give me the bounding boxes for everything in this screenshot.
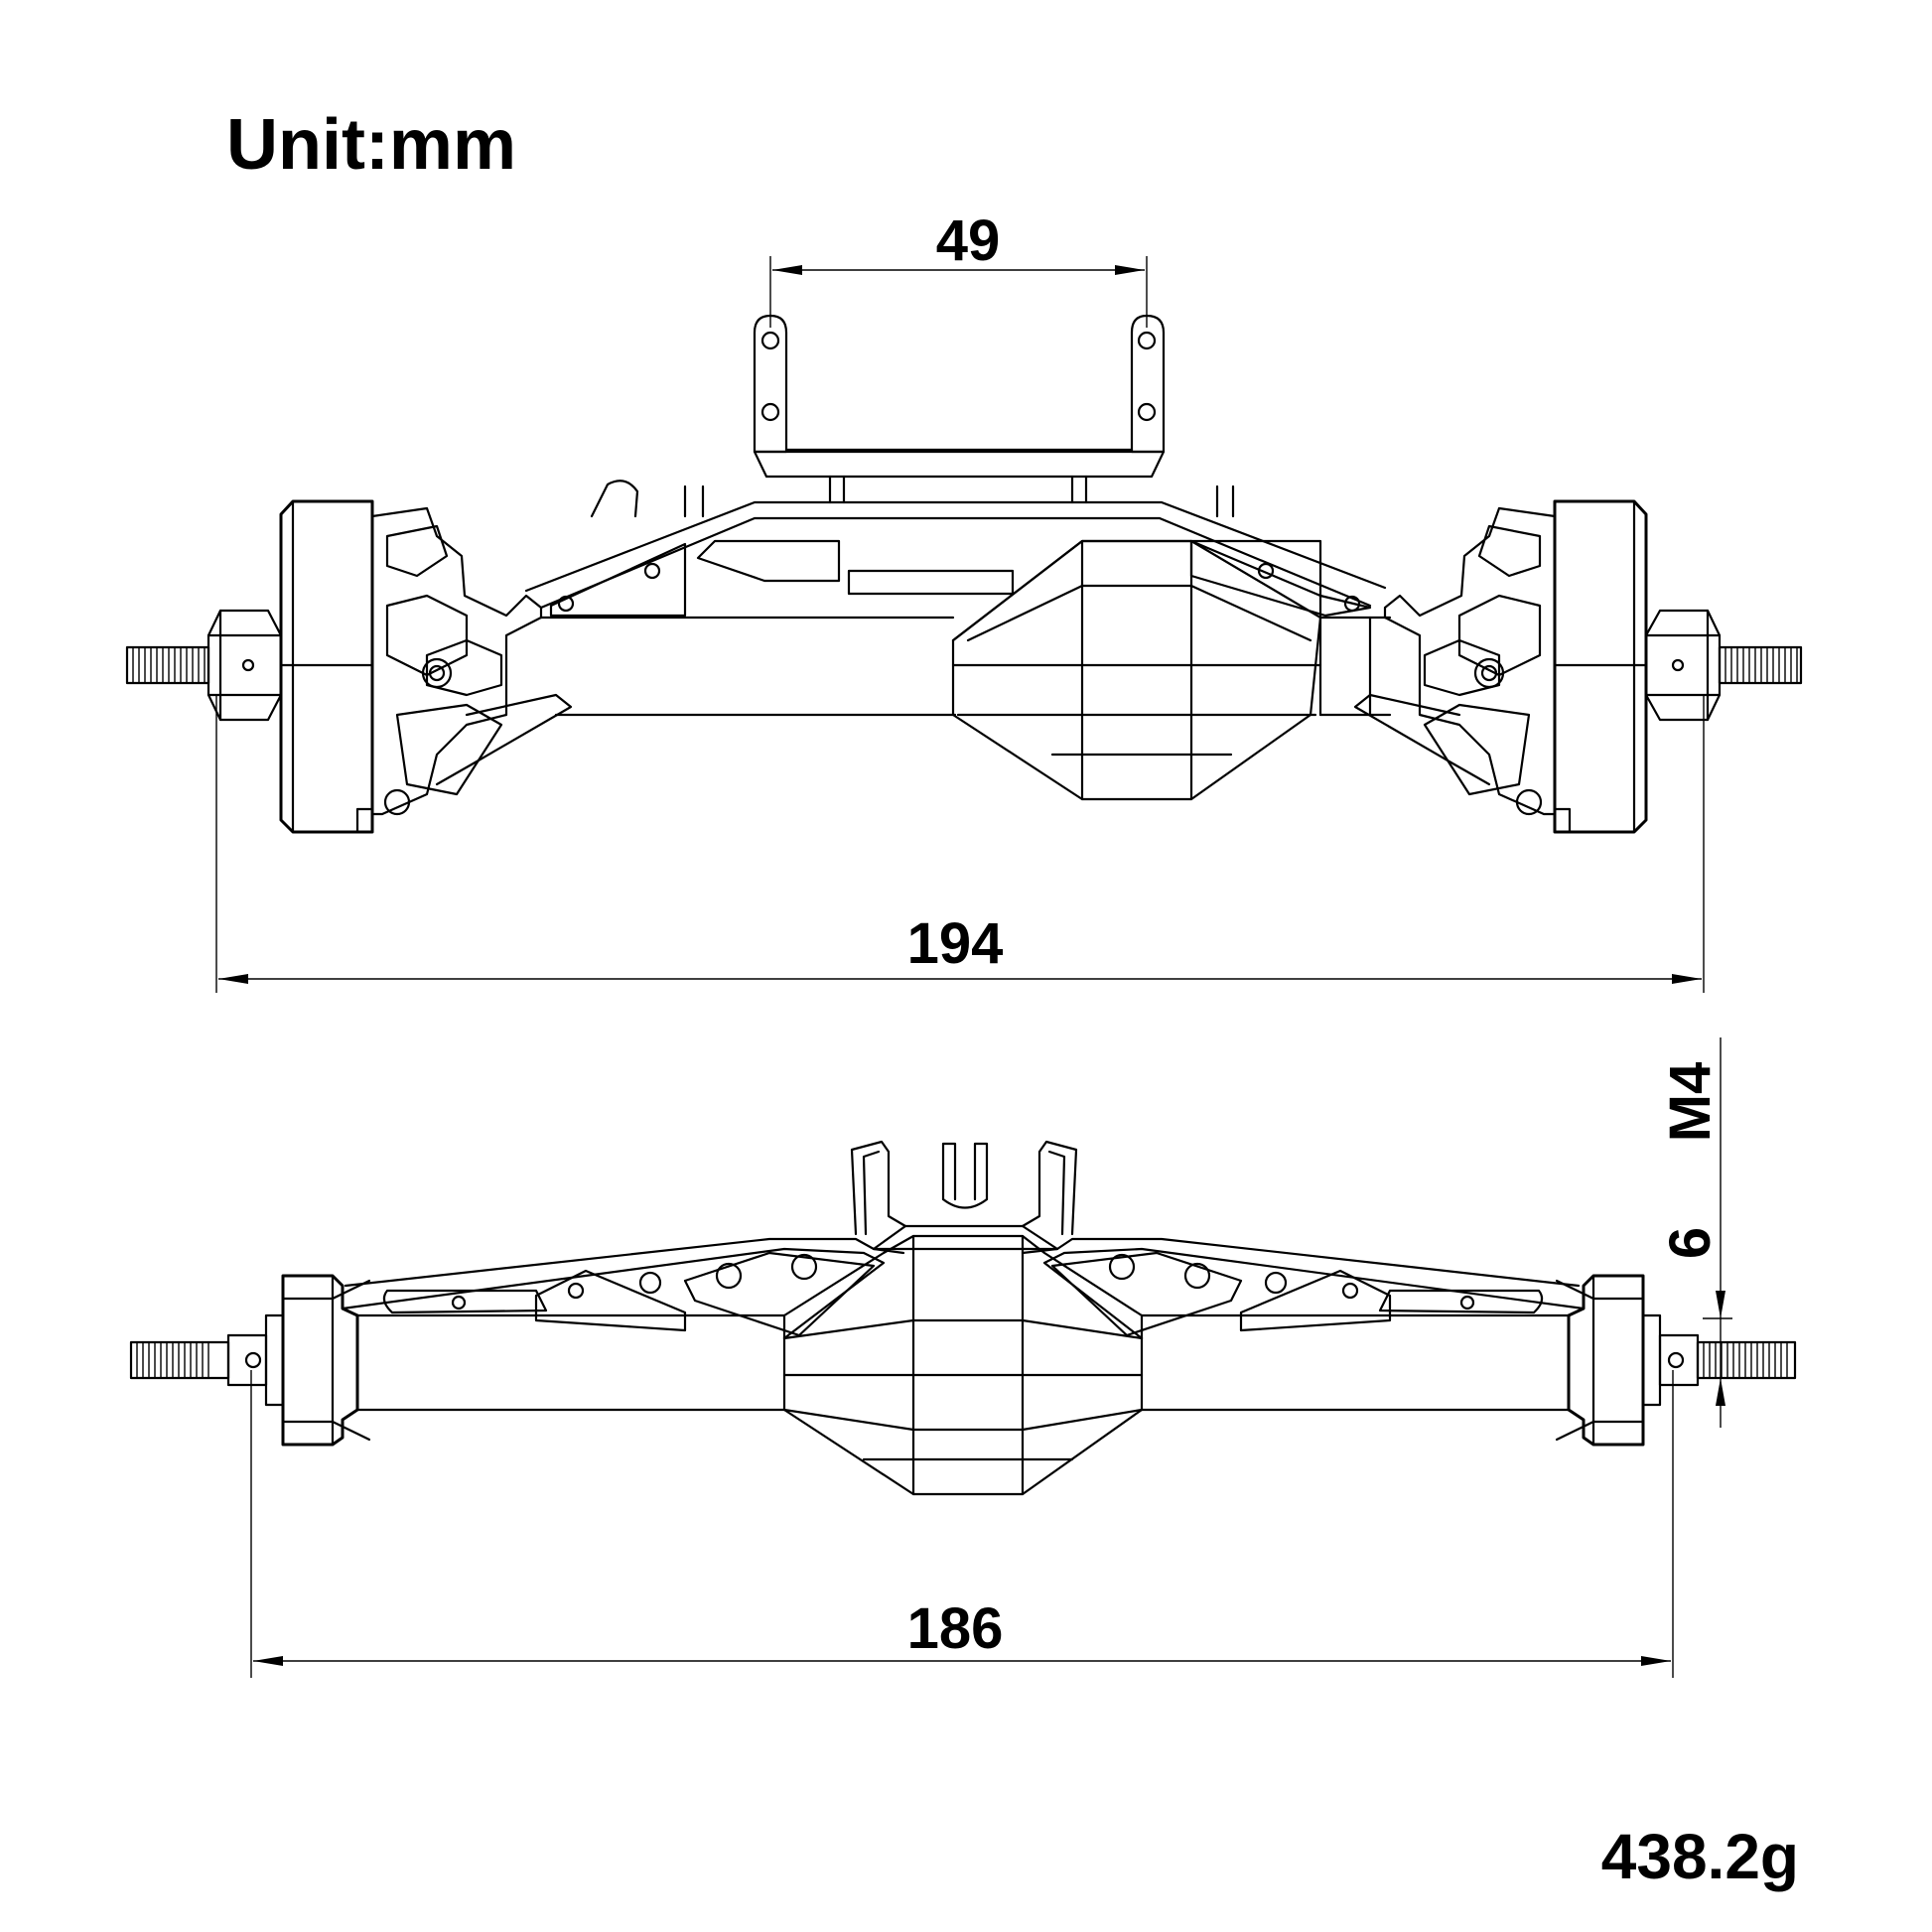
front-right-stud — [1644, 609, 1803, 722]
rear-right-housing — [1555, 1274, 1797, 1447]
rear-axle-drawing — [129, 1140, 1797, 1496]
weight-label: 438.2g — [1601, 1821, 1799, 1892]
front-mount-bracket — [753, 314, 1166, 504]
rear-axle-tube — [355, 1313, 1571, 1412]
front-left-stud — [125, 609, 283, 722]
front-left-hub — [279, 499, 573, 834]
dim-label-front-width: 194 — [907, 911, 1004, 976]
front-axle-tube — [539, 616, 1392, 717]
rear-left-housing — [129, 1274, 371, 1447]
front-right-hub — [1353, 499, 1648, 834]
dim-line-rear-width — [250, 1370, 1674, 1678]
rear-mount-towers — [850, 1140, 1078, 1251]
rear-truss — [341, 1237, 1586, 1340]
front-axle-drawing — [125, 314, 1803, 834]
dim-label-rear-width: 186 — [907, 1596, 1004, 1661]
dim-label-stud-diameter: 6 — [1658, 1227, 1723, 1259]
front-truss — [524, 480, 1387, 618]
dim-label-thread: M4 — [1658, 1062, 1723, 1143]
dim-label-mount-width: 49 — [936, 208, 1001, 273]
front-differential — [951, 539, 1322, 801]
unit-label: Unit:mm — [226, 105, 516, 185]
dim-line-front-width — [215, 695, 1705, 993]
rear-differential — [782, 1234, 1144, 1496]
